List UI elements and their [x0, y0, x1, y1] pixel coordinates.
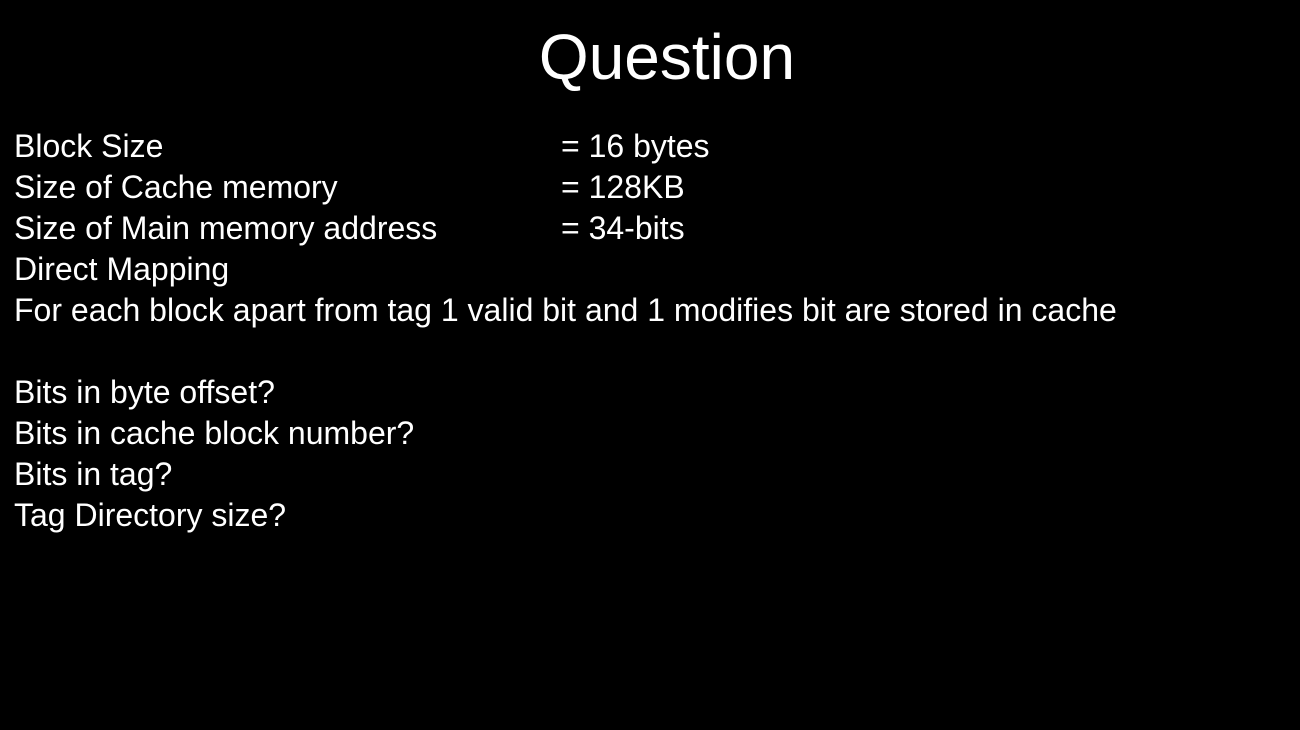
- given-value: = 34-bits: [561, 210, 685, 246]
- mapping-type: Direct Mapping: [14, 251, 230, 287]
- given-label: Block Size: [14, 128, 164, 164]
- question-tag-directory: Tag Directory size?: [14, 497, 287, 533]
- question-byte-offset: Bits in byte offset?: [14, 374, 275, 410]
- given-label: Size of Cache memory: [14, 169, 338, 205]
- question-block-number: Bits in cache block number?: [14, 415, 415, 451]
- given-row-block-size: Block Size = 16 bytes: [14, 126, 1294, 167]
- block-storage-note: For each block apart from tag 1 valid bi…: [14, 292, 1117, 328]
- question-tag-bits: Bits in tag?: [14, 456, 173, 492]
- slide-content: Block Size = 16 bytes Size of Cache memo…: [14, 126, 1294, 536]
- slide-title: Question: [538, 21, 796, 93]
- given-row-address-size: Size of Main memory address = 34-bits: [14, 208, 1294, 249]
- given-value: = 128KB: [561, 169, 685, 205]
- given-value: = 16 bytes: [561, 128, 710, 164]
- given-label: Size of Main memory address: [14, 210, 438, 246]
- spacer: [14, 331, 1294, 372]
- given-row-cache-size: Size of Cache memory = 128KB: [14, 167, 1294, 208]
